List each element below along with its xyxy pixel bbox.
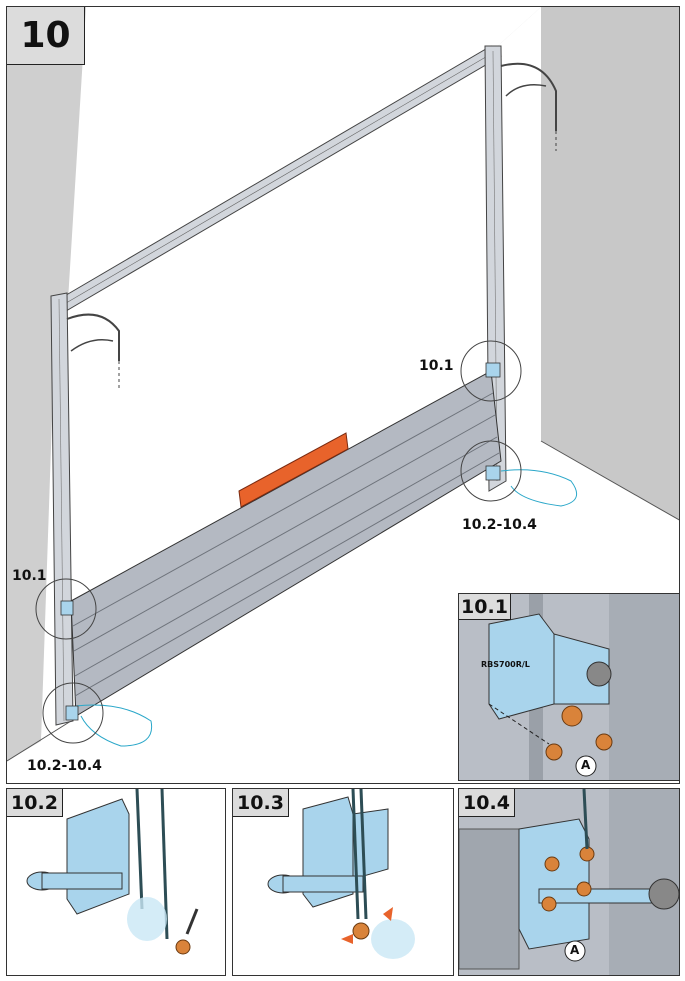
callout-label-10-1-right: 10.1 [419, 358, 454, 374]
detail-10-2-badge: 10.2 [7, 789, 63, 817]
callout-circle-10-2-left [42, 682, 104, 744]
detail-10-1-panel: 10.1 RBS700R/L A [458, 593, 680, 781]
marker-a-10-1: A [581, 758, 591, 772]
detail-10-4-badge: 10.4 [459, 789, 515, 817]
detail-10-2-panel: 10.2 [6, 788, 226, 976]
spirit-level [238, 432, 349, 508]
callout-circle-10-1-left [35, 578, 97, 640]
right-wall [541, 7, 679, 520]
detail-10-3-badge: 10.3 [233, 789, 289, 817]
detail-10-1-illustration [459, 594, 679, 780]
door-section [70, 370, 502, 717]
model-label: RBS700R/L [481, 660, 530, 669]
step-number: 10 [20, 15, 71, 56]
detail-10-1-title: 10.1 [461, 595, 508, 618]
detail-10-2-illustration [26, 789, 199, 955]
marker-a-10-4: A [570, 943, 580, 957]
detail-10-3-title: 10.3 [237, 791, 284, 814]
main-illustration-panel: 10 10.1 10.2-10.4 10.1 10.2-10.4 [6, 6, 680, 784]
callout-label-10-2-left: 10.2-10.4 [27, 758, 102, 774]
callout-label-10-2-right: 10.2-10.4 [462, 517, 537, 533]
detail-10-1-badge: 10.1 [459, 594, 511, 620]
step-number-badge: 10 [7, 7, 85, 65]
detail-10-4-title: 10.4 [463, 791, 510, 814]
detail-10-4-illustration [459, 789, 679, 975]
detail-10-3-panel: 10.3 [232, 788, 454, 976]
garage-door-illustration [7, 7, 679, 762]
callout-circle-10-2-right [460, 440, 522, 502]
callout-label-10-1-left: 10.1 [12, 568, 47, 584]
detail-10-3-illustration [267, 789, 415, 959]
callout-circle-10-1-right [460, 340, 522, 402]
detail-10-4-panel: 10.4 A [458, 788, 680, 976]
detail-10-2-title: 10.2 [11, 791, 58, 814]
